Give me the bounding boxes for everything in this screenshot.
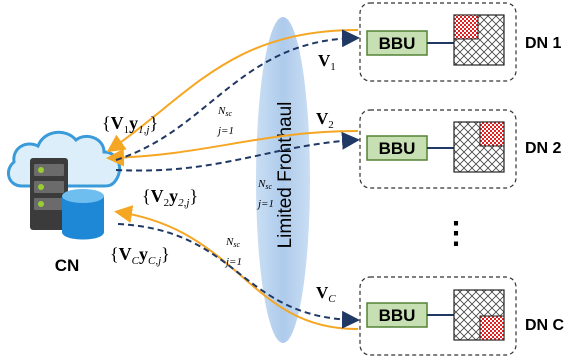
signal-1-upper-sub: sc <box>225 109 232 118</box>
signal-2-upper: N <box>257 178 266 190</box>
dn-c-label: DN C <box>525 317 565 334</box>
signal-1-y: y <box>129 113 138 133</box>
dn-1-group: BBU DN 1 <box>359 2 562 82</box>
dn-c-active-cell <box>479 315 505 341</box>
precoder-2-sub: 2 <box>328 119 334 131</box>
signal-1-sub1: 1 <box>124 124 130 136</box>
signal-c-y: y <box>139 244 148 264</box>
database-icon <box>62 189 104 240</box>
server-icon <box>30 158 68 230</box>
svg-text:{V1y1,j}: {V1y1,j} <box>102 113 158 136</box>
signal-2-V: V <box>151 186 164 206</box>
precoder-label-2: V2 <box>316 109 334 131</box>
uplink-arrow-dn2 <box>106 130 359 167</box>
precoder-2-symbol: V <box>316 109 329 128</box>
signal-set-1: {V1y1,j} j=1 Nsc <box>102 105 234 137</box>
dn-c-bbu-label: BBU <box>379 306 416 325</box>
signal-1-V: V <box>111 113 124 133</box>
signal-c-V: V <box>119 244 132 264</box>
signal-set-2: {V2y2,j} j=1 Nsc <box>142 178 274 210</box>
signal-1-open: { <box>102 113 111 133</box>
signal-2-sub1: 2 <box>164 197 170 209</box>
signal-1-lower: j=1 <box>216 125 234 137</box>
signal-1-close: } <box>149 113 158 133</box>
uplink-arrow-dn1 <box>106 29 359 153</box>
dn-1-grid-icon <box>453 14 505 66</box>
fronthaul-ellipse <box>256 17 310 343</box>
svg-text:{VCyC,j}: {VCyC,j} <box>110 244 170 267</box>
dn-2-bbu-label: BBU <box>379 139 416 158</box>
precoder-c-sub: C <box>328 293 336 305</box>
signal-1-upper: N <box>217 105 226 117</box>
dn-1-label: DN 1 <box>525 35 562 52</box>
signal-2-close: } <box>189 186 198 206</box>
dn-1-active-cell <box>453 14 479 40</box>
uplink-arrow-dnc <box>114 205 359 331</box>
precoder-label-1: V1 <box>318 51 336 73</box>
cn-cloud-server-icon <box>6 130 121 240</box>
signal-2-upper-sub: sc <box>265 182 272 191</box>
signal-1-sub2: 1,j <box>138 124 149 136</box>
dn-2-label: DN 2 <box>525 140 562 157</box>
dn-c-group: BBU DN C <box>359 276 565 356</box>
downlink-arrow-dnc <box>117 223 360 329</box>
signal-c-sub2: C,j <box>148 255 161 267</box>
fronthaul-label: Limited Fronthaul <box>275 102 296 249</box>
signal-c-close: } <box>161 244 170 264</box>
svg-text:Nsc: Nsc <box>225 236 240 249</box>
signal-2-sub2: 2,j <box>178 197 189 209</box>
signal-2-y: y <box>169 186 178 206</box>
signal-2-open: { <box>142 186 151 206</box>
precoder-label-c: VC <box>316 283 336 305</box>
svg-text:{V2y2,j}: {V2y2,j} <box>142 186 198 209</box>
svg-text:Nsc: Nsc <box>217 105 232 118</box>
signal-set-c: {VCyC,j} j=1 Nsc <box>110 236 242 268</box>
dn-2-group: BBU DN 2 <box>359 109 562 189</box>
dn-c-grid-icon <box>453 289 505 341</box>
signal-c-sub1: C <box>132 255 140 267</box>
precoder-c-symbol: V <box>316 283 329 302</box>
signal-c-lower: j=1 <box>224 256 242 268</box>
downlink-arrow-dn2 <box>115 131 360 172</box>
dn-1-bbu-label: BBU <box>379 34 416 53</box>
signal-c-open: { <box>110 244 119 264</box>
downlink-arrow-dn1 <box>115 29 360 161</box>
precoder-1-symbol: V <box>318 51 331 70</box>
signal-2-lower: j=1 <box>256 198 274 210</box>
dn-ellipsis: ⋮ <box>441 217 471 250</box>
precoder-1-sub: 1 <box>330 61 336 73</box>
signal-c-upper: N <box>225 236 234 248</box>
svg-text:Nsc: Nsc <box>257 178 272 191</box>
signal-c-upper-sub: sc <box>233 240 240 249</box>
cn-label: CN <box>55 256 80 275</box>
dn-2-active-cell <box>479 121 505 147</box>
